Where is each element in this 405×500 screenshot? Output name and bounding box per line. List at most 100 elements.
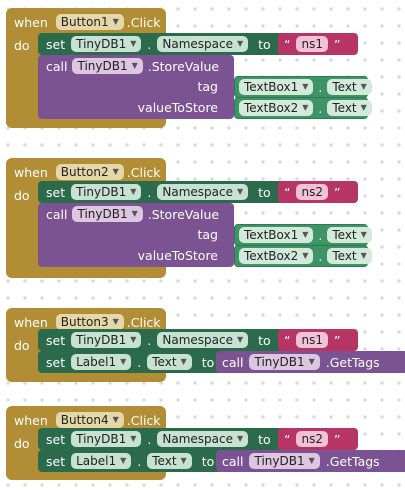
component-dropdown-textbox1[interactable]: TextBox1▼: [239, 79, 314, 95]
tag-label: tag: [197, 227, 219, 242]
method-name: .StoreValue: [147, 206, 220, 222]
call-storevalue-block[interactable]: call TinyDB1▼ .StoreValue tag valueToSto…: [38, 55, 234, 119]
call-keyword: call: [222, 354, 244, 370]
event-name: .Click: [126, 412, 161, 428]
property-dropdown-namespace[interactable]: Namespace▼: [157, 431, 249, 447]
textbox1-text-getter[interactable]: TextBox1▼ . Text▼: [234, 76, 372, 98]
dot-separator: .: [147, 36, 152, 52]
property-dropdown-namespace[interactable]: Namespace▼: [157, 184, 249, 200]
property-dropdown-text[interactable]: Text▼: [147, 453, 192, 469]
component-dropdown-tinydb1[interactable]: TinyDB1▼: [71, 431, 142, 447]
component-dropdown-button2[interactable]: Button2▼: [55, 164, 124, 180]
property-dropdown-namespace[interactable]: Namespace▼: [157, 36, 249, 52]
component-dropdown-textbox2[interactable]: TextBox2▼: [239, 248, 314, 264]
textbox2-text-getter[interactable]: TextBox2▼ . Text▼: [234, 245, 372, 267]
event-name: .Click: [126, 314, 161, 330]
quote-close: ”: [333, 36, 341, 52]
method-name: .StoreValue: [147, 58, 220, 74]
to-keyword: to: [258, 36, 271, 52]
dot-separator: .: [318, 79, 323, 95]
to-keyword: to: [258, 184, 271, 200]
property-dropdown-text[interactable]: Text▼: [327, 248, 372, 264]
component-dropdown-button3[interactable]: Button3▼: [55, 314, 124, 330]
component-dropdown-button1[interactable]: Button1▼: [55, 14, 124, 30]
textbox2-text-getter[interactable]: TextBox2▼ . Text▼: [234, 97, 372, 119]
call-gettags-block[interactable]: call TinyDB1▼ .GetTags: [216, 450, 405, 472]
set-namespace-block[interactable]: set TinyDB1▼ . Namespace▼ to: [38, 33, 286, 55]
to-keyword: to: [201, 453, 215, 469]
quote-close: ”: [333, 184, 341, 200]
string-value[interactable]: ns1: [296, 332, 328, 348]
when-keyword: when: [14, 314, 48, 330]
component-dropdown-tinydb1[interactable]: TinyDB1▼: [249, 354, 320, 370]
dot-separator: .: [137, 354, 142, 370]
string-value[interactable]: ns1: [296, 36, 328, 52]
set-namespace-block[interactable]: set TinyDB1▼ . Namespace▼ to: [38, 181, 286, 203]
do-keyword: do: [14, 436, 30, 451]
call-keyword: call: [46, 206, 68, 222]
call-keyword: call: [222, 453, 244, 469]
do-keyword: do: [14, 38, 30, 53]
dot-separator: .: [318, 248, 323, 264]
method-name: .GetTags: [325, 453, 380, 469]
to-keyword: to: [258, 431, 271, 447]
set-namespace-block[interactable]: set TinyDB1▼ . Namespace▼ to: [38, 428, 286, 450]
quote-open: “: [284, 36, 291, 52]
call-gettags-block[interactable]: call TinyDB1▼ .GetTags: [216, 351, 405, 373]
set-keyword: set: [46, 36, 66, 52]
string-value[interactable]: ns2: [296, 184, 328, 200]
text-string-block[interactable]: “ ns2 ”: [278, 428, 358, 450]
dot-separator: .: [147, 332, 152, 348]
set-keyword: set: [46, 184, 66, 200]
quote-open: “: [284, 431, 291, 447]
set-label-text-block[interactable]: set Label1▼ . Text▼ to: [38, 351, 224, 373]
component-dropdown-label1[interactable]: Label1▼: [71, 354, 132, 370]
component-dropdown-button4[interactable]: Button4▼: [55, 412, 124, 428]
set-keyword: set: [46, 332, 66, 348]
component-dropdown-tinydb1[interactable]: TinyDB1▼: [72, 58, 143, 74]
component-dropdown-textbox1[interactable]: TextBox1▼: [239, 227, 314, 243]
do-keyword: do: [14, 188, 30, 203]
when-keyword: when: [14, 164, 48, 180]
quote-close: ”: [333, 431, 341, 447]
set-keyword: set: [46, 431, 66, 447]
set-namespace-block[interactable]: set TinyDB1▼ . Namespace▼ to: [38, 329, 286, 351]
component-dropdown-tinydb1[interactable]: TinyDB1▼: [249, 453, 320, 469]
when-keyword: when: [14, 412, 48, 428]
component-dropdown-tinydb1[interactable]: TinyDB1▼: [71, 36, 142, 52]
property-dropdown-text[interactable]: Text▼: [327, 79, 372, 95]
set-keyword: set: [46, 354, 66, 370]
valuetostore-label: valueToStore: [137, 100, 218, 115]
property-dropdown-namespace[interactable]: Namespace▼: [157, 332, 249, 348]
tag-label: tag: [197, 79, 219, 94]
component-dropdown-tinydb1[interactable]: TinyDB1▼: [71, 332, 142, 348]
to-keyword: to: [258, 332, 271, 348]
do-keyword: do: [14, 338, 30, 353]
component-dropdown-tinydb1[interactable]: TinyDB1▼: [72, 206, 143, 222]
quote-open: “: [284, 332, 291, 348]
textbox1-text-getter[interactable]: TextBox1▼ . Text▼: [234, 224, 372, 246]
event-name: .Click: [126, 14, 161, 30]
call-storevalue-block[interactable]: call TinyDB1▼ .StoreValue tag valueToSto…: [38, 203, 234, 267]
property-dropdown-text[interactable]: Text▼: [327, 100, 372, 116]
dot-separator: .: [147, 431, 152, 447]
event-name: .Click: [126, 164, 161, 180]
component-dropdown-tinydb1[interactable]: TinyDB1▼: [71, 184, 142, 200]
when-keyword: when: [14, 14, 48, 30]
set-keyword: set: [46, 453, 66, 469]
text-string-block[interactable]: “ ns1 ”: [278, 329, 358, 351]
call-keyword: call: [46, 58, 68, 74]
string-value[interactable]: ns2: [296, 431, 328, 447]
method-name: .GetTags: [325, 354, 380, 370]
dot-separator: .: [318, 100, 323, 116]
text-string-block[interactable]: “ ns1 ”: [278, 33, 358, 55]
property-dropdown-text[interactable]: Text▼: [327, 227, 372, 243]
component-dropdown-textbox2[interactable]: TextBox2▼: [239, 100, 314, 116]
property-dropdown-text[interactable]: Text▼: [147, 354, 192, 370]
set-label-text-block[interactable]: set Label1▼ . Text▼ to: [38, 450, 224, 472]
dot-separator: .: [137, 453, 142, 469]
text-string-block[interactable]: “ ns2 ”: [278, 181, 358, 203]
component-dropdown-label1[interactable]: Label1▼: [71, 453, 132, 469]
quote-close: ”: [333, 332, 341, 348]
to-keyword: to: [201, 354, 215, 370]
